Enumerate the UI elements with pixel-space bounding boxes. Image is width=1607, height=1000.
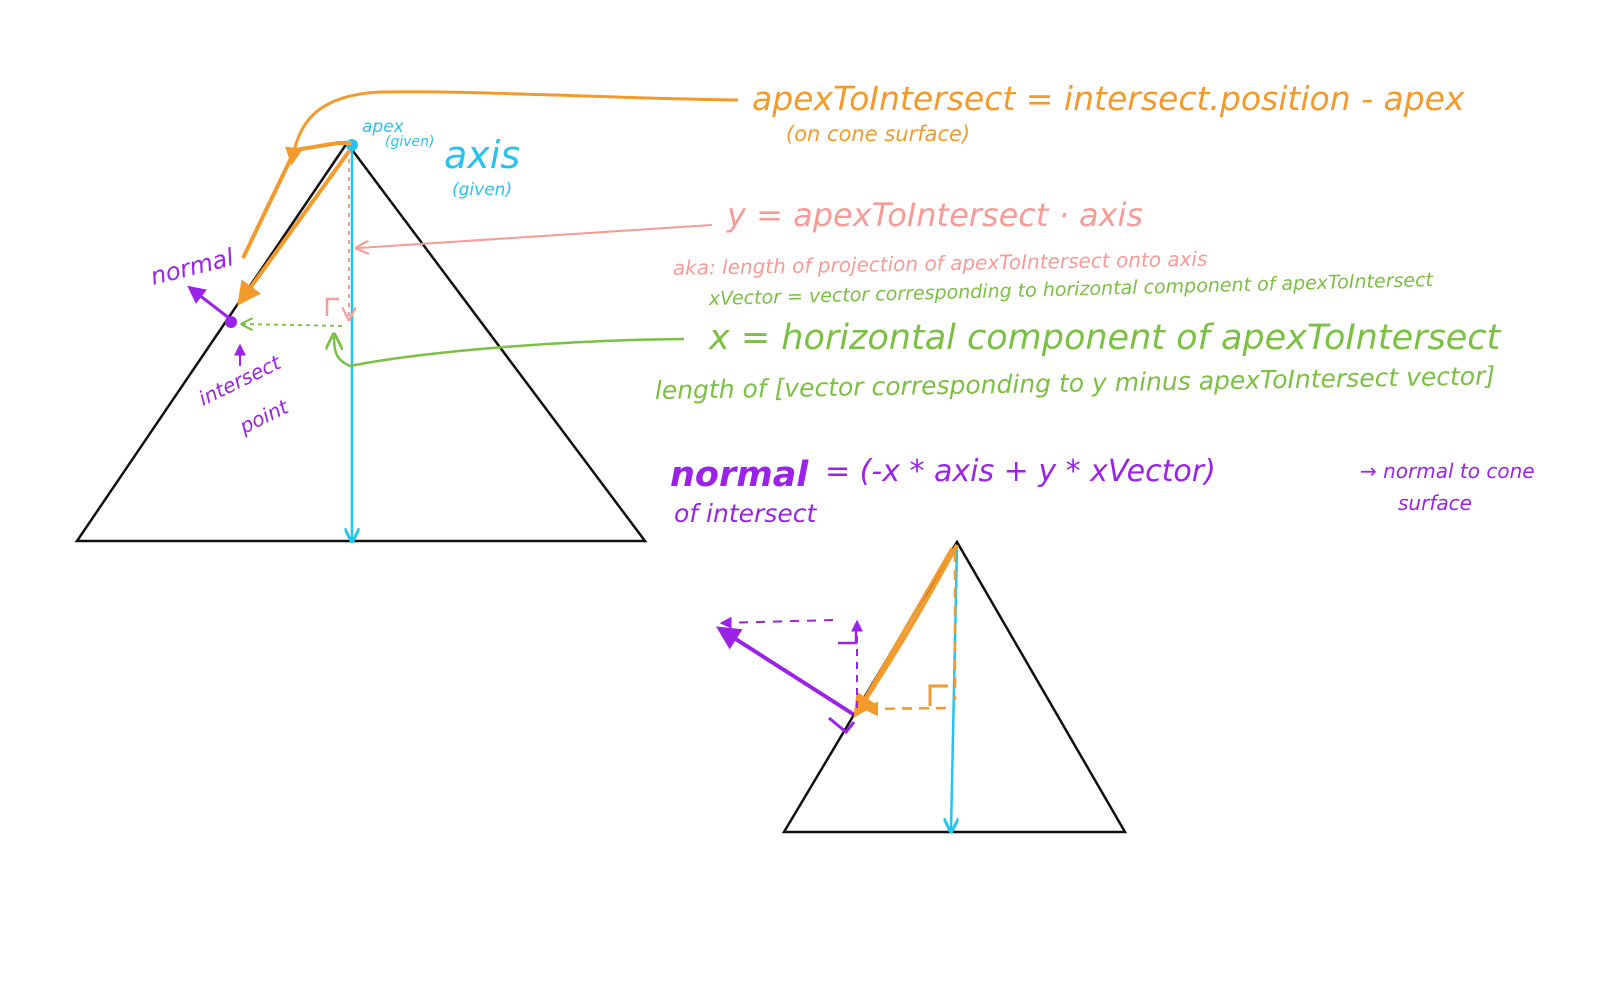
green-connector-arrow bbox=[334, 336, 685, 368]
y-note: aka: length of projection of apexToInter… bbox=[673, 247, 1208, 280]
salmon-connector-arrow bbox=[358, 224, 713, 248]
orange-connector-arrow bbox=[285, 90, 739, 166]
left-cone-triangle bbox=[74, 140, 648, 543]
x-note: length of [vector corresponding to y min… bbox=[655, 361, 1496, 405]
right-cone-group bbox=[715, 539, 1128, 834]
normal-note-2: surface bbox=[1398, 491, 1472, 515]
left-cone-side-orange bbox=[241, 149, 297, 259]
apex-to-intersect-note: (on cone surface) bbox=[786, 122, 970, 146]
left-apex-to-intersect-arrow bbox=[237, 148, 352, 306]
normal-equation-of-intersect: of intersect bbox=[674, 499, 817, 528]
right-normal-horizontal-dashed bbox=[719, 616, 834, 629]
right-x-dashed bbox=[863, 701, 947, 717]
apex-given-label: (given) bbox=[385, 134, 434, 150]
left-cone-group bbox=[74, 139, 648, 543]
y-right-angle-mark bbox=[325, 297, 339, 316]
apex-label: apex bbox=[362, 117, 405, 137]
right-apex-to-intersect-arrow bbox=[853, 544, 959, 719]
normal-label: normal bbox=[148, 243, 237, 291]
right-cone-side-orange bbox=[856, 547, 954, 711]
right-normal-arrow bbox=[715, 626, 855, 716]
normal-note-1: → normal to cone bbox=[1360, 459, 1535, 483]
left-normal-arrow bbox=[187, 285, 230, 320]
y-equation: y = apexToIntersect · axis bbox=[726, 196, 1143, 234]
point-label: point bbox=[235, 394, 293, 439]
normal-equation: = (-x * axis + y * xVector) bbox=[825, 454, 1216, 489]
axis-label: axis bbox=[444, 133, 520, 177]
x-equation: x = horizontal component of apexToInters… bbox=[708, 318, 1502, 358]
x-horizontal-dashed bbox=[243, 324, 343, 326]
right-normal-right-angle-top bbox=[838, 629, 858, 645]
right-y-right-angle bbox=[928, 684, 948, 706]
apex-to-intersect-equation: apexToIntersect = intersect.position - a… bbox=[752, 79, 1465, 118]
right-normal-right-angle-bottom bbox=[828, 716, 856, 735]
normal-equation-word: normal bbox=[670, 455, 809, 495]
left-cone-surface-highlight bbox=[294, 141, 352, 152]
axis-given-label: (given) bbox=[452, 180, 512, 200]
